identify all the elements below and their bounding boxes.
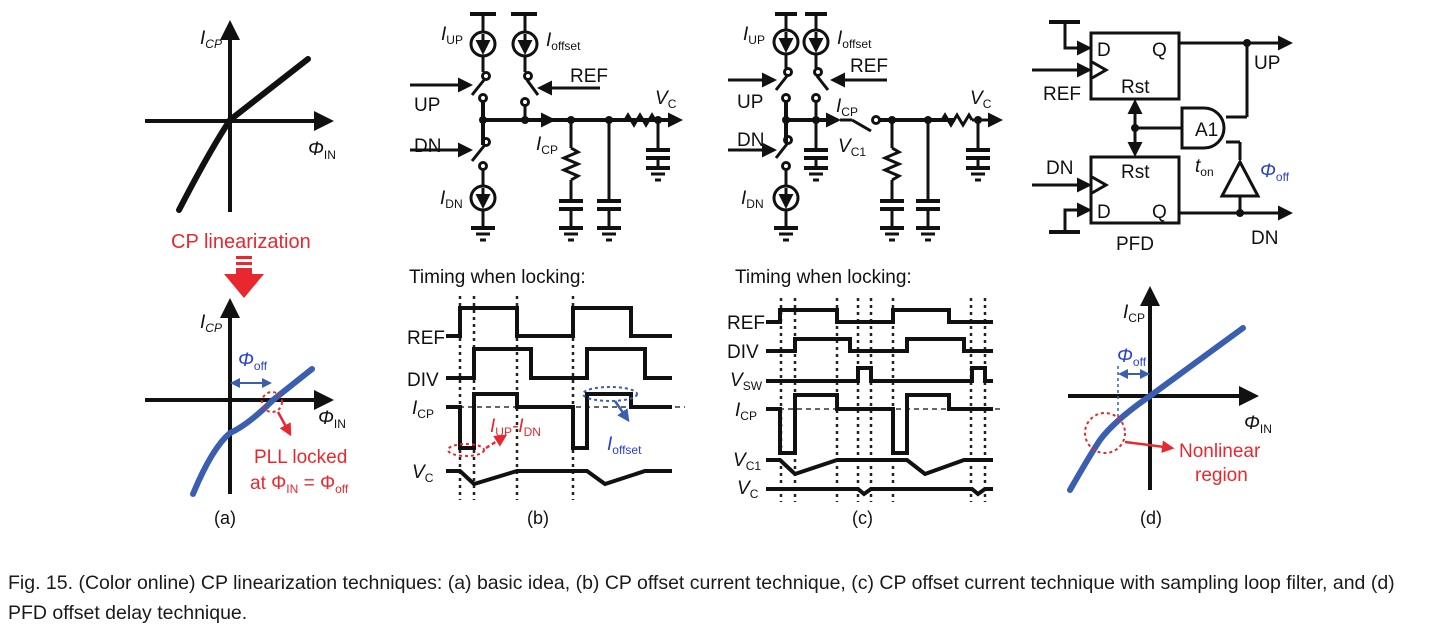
i-offset-label: Ioffset [546,30,581,53]
i-cp-label: ICP [836,96,858,119]
up-label: UP [414,95,440,116]
figure-canvas: ICP ΦIN CP linearization ICP ΦIN Φoff PL… [145,12,1293,528]
ff-bot-d: D [1097,202,1111,223]
i-dn-label: IDN [741,188,764,211]
t-on-label: ton [1195,156,1214,179]
vc-label: VC [970,88,992,111]
phi-off-delay-label: Φoff [1260,161,1290,184]
panel-a: ICP ΦIN CP linearization ICP ΦIN Φoff PL… [145,20,349,528]
timing-diagram-c: Timing when locking: REF DIV VSW ICP VC1… [727,267,1000,502]
pfd-schematic: D Q Rst REF UP A1 ton Φoff DN Rst D Q DN… [1032,20,1293,255]
panel-c: IUP Ioffset REF UP DN ICP VC1 IDN VC Tim… [727,12,1003,528]
ref-waveform [446,306,672,338]
lock-point-circle [261,391,283,413]
dn-output-label: DN [1251,228,1278,249]
ioffset-annotation: Ioffset [607,434,642,457]
phi-off-label: Φoff [1117,346,1147,369]
and-gate-label: A1 [1195,120,1218,141]
panel-a-bottom-plot: ICP ΦIN Φoff PLL locked at ΦIN = Φoff [145,298,349,497]
i-cp-label: ICP [536,134,558,157]
pfd-label: PFD [1116,234,1154,255]
sig-vc-label: VC [412,462,434,485]
panel-b: IUP Ioffset REF UP DN ICP IDN VC Timing … [407,12,685,528]
ff-top-d: D [1097,40,1111,61]
x-axis-label: ΦIN [1244,413,1272,436]
y-axis-label: ICP [200,28,222,51]
panel-d-plot: ICP ΦIN Φoff Nonlinear region [1067,286,1272,493]
caption-d: (d) [1140,508,1162,528]
and-gate-a1 [1180,106,1226,150]
cp-linearization-label: CP linearization [171,231,311,253]
pll-locked-line2: at ΦIN = Φoff [250,473,349,496]
up-label: UP [737,92,763,113]
i-dn-label: IDN [440,188,463,211]
caption-c: (c) [852,508,873,528]
panel-d: D Q Rst REF UP A1 ton Φoff DN Rst D Q DN… [1032,20,1293,528]
timing-title: Timing when locking: [735,267,912,288]
charge-pump-schematic-b: IUP Ioffset REF UP DN ICP IDN VC [410,12,683,242]
ff-top-rst: Rst [1121,77,1150,98]
caption-a: (a) [214,508,236,528]
vc-waveform [766,487,993,497]
ref-label: REF [570,66,608,87]
lock-arrow [276,411,292,437]
dn-label: DN [737,130,764,151]
y-axis-label: ICP [200,312,222,335]
timing-diagram-b: Timing when locking: REF DIV ICP VC IUP-… [407,267,685,500]
ref-label: REF [1043,84,1081,105]
caption-b: (b) [527,508,549,528]
i-up-label: IUP [743,24,765,47]
sig-ref-label: REF [727,313,765,334]
div-waveform [446,347,672,380]
x-axis-label: ΦIN [308,139,336,162]
i-offset-label: Ioffset [837,28,872,51]
dn-label: DN [414,136,441,157]
ff-top-q: Q [1152,40,1167,61]
vc-label: VC [655,88,677,111]
cp-curve-linearized [190,366,315,497]
ff-bot-q: Q [1152,202,1167,223]
ref-waveform [766,308,993,324]
vc1-label: VC1 [838,136,866,159]
icp-waveform [766,393,993,455]
sampling-switch [851,118,872,133]
phi-off-label: Φoff [238,350,268,373]
div-waveform [766,337,993,353]
sig-vc1-label: VC1 [733,450,761,473]
charge-pump-schematic-c: IUP Ioffset REF UP DN ICP VC1 IDN VC [728,12,1003,242]
nonlinear-line1: Nonlinear [1179,441,1261,462]
sig-icp-label: ICP [412,398,434,421]
i-up-label: IUP [441,24,463,47]
sig-vsw-label: VSW [730,370,763,393]
delay-buffer [1219,158,1261,198]
dn-input-label: DN [1046,158,1073,179]
cp-curve-nonlinear [176,56,311,213]
sig-div-label: DIV [407,370,439,391]
pll-locked-line1: PLL locked [254,447,347,468]
vc-waveform [446,469,672,487]
resistor [560,146,582,182]
panel-a-top-plot: ICP ΦIN [145,20,336,213]
iup-idn-annotation: IUP-IDN [490,416,541,439]
down-arrow-icon [224,256,264,298]
ref-label: REF [850,56,888,77]
icp-waveform [446,392,672,450]
sig-vc-label: VC [737,478,759,501]
ff-bot-rst: Rst [1121,162,1150,183]
up-output-label: UP [1254,53,1280,74]
timing-title: Timing when locking: [409,267,586,288]
sig-ref-label: REF [407,328,445,349]
figure-caption: Fig. 15. (Color online) CP linearization… [8,572,1395,624]
nonlinear-line2: region [1195,465,1248,486]
sig-icp-label: ICP [735,400,757,423]
x-axis-label: ΦIN [318,408,346,431]
nonlinear-region-circle [1084,412,1126,454]
pfd-curve [1067,325,1246,493]
vsw-waveform [766,366,993,383]
vc1-waveform [766,458,993,477]
sig-div-label: DIV [727,342,759,363]
y-axis-label: ICP [1123,302,1145,325]
